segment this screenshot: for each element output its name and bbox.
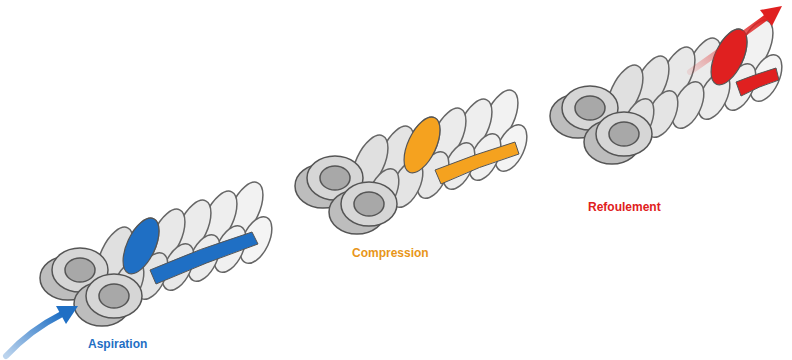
rotor-pair: [295, 85, 533, 234]
compression-band: [435, 142, 519, 184]
suction-band: [150, 232, 258, 284]
rotor-pair: [40, 177, 278, 326]
discharge-band: [736, 68, 779, 96]
inlet-arrow: [6, 306, 78, 356]
stage-label: Compression: [352, 246, 429, 260]
outlet-arrow: [690, 6, 782, 72]
stage-label: Aspiration: [88, 337, 147, 351]
stage-label: Refoulement: [588, 200, 661, 214]
rotor-pair: [550, 15, 788, 164]
